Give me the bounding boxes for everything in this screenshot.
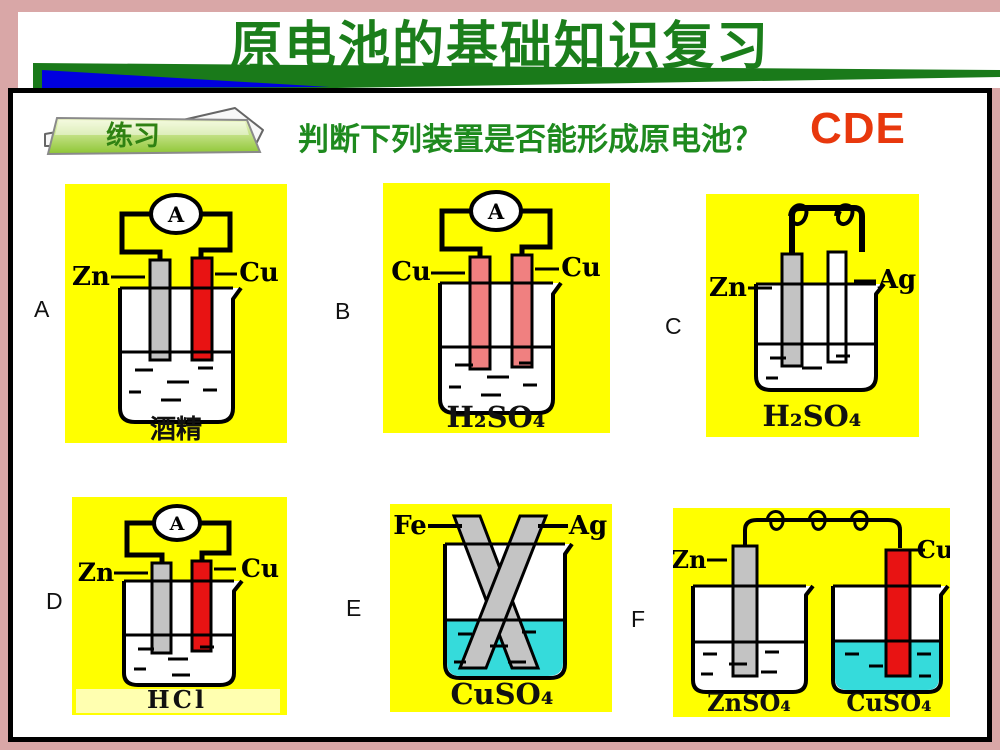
answer-text: CDE <box>810 104 906 153</box>
solution-label: CuSO₄ <box>450 677 553 711</box>
left-electrode-label: Zn <box>72 262 110 292</box>
wire-left <box>124 520 165 565</box>
electrode-zn <box>148 258 172 362</box>
liquid-dashes <box>449 361 537 397</box>
cell-label-f: F <box>631 606 646 632</box>
electrode-ag <box>826 250 848 364</box>
beaker <box>754 282 886 392</box>
label-strip <box>76 689 280 713</box>
cell-diagram-b: A Cu Cu H₂SO₄ <box>383 183 610 434</box>
wire-right <box>519 208 553 257</box>
electrode-zn <box>731 544 759 678</box>
cell-label-c: C <box>665 313 682 339</box>
left-electrode-label: Zn <box>709 273 747 303</box>
liquid-dashes-left <box>701 650 779 676</box>
right-electrode-label: Cu <box>239 258 279 288</box>
left-electrode-label: Zn <box>673 545 706 574</box>
left-electrode-label: Zn <box>78 558 114 587</box>
electrode-cu <box>884 548 912 678</box>
ammeter-icon <box>469 190 523 232</box>
electrode-cu <box>190 559 213 653</box>
ammeter-letter: A <box>169 513 185 535</box>
right-electrode-label: Cu <box>241 554 279 583</box>
right-solution-label: CuSO₄ <box>846 688 931 717</box>
left-electrode-label: Cu <box>391 257 431 287</box>
page-title: 原电池的基础知识复习 <box>229 17 770 77</box>
ammeter-letter: A <box>167 202 185 227</box>
banner-label: 练习 <box>106 120 160 152</box>
right-electrode-label: Cu <box>917 535 950 564</box>
solution-label: H₂SO₄ <box>446 400 545 433</box>
cell-diagram-a: A Zn Cu 酒精 <box>65 184 287 445</box>
liquid-dashes-right <box>845 652 931 678</box>
wire-right <box>198 211 233 260</box>
solution-label: H₂SO₄ <box>762 399 861 433</box>
cell-label-a: A <box>34 296 50 322</box>
cell-label-d: D <box>46 588 63 614</box>
right-electrode-label: Ag <box>877 265 916 295</box>
liquid-dashes <box>454 630 536 664</box>
wire-right <box>198 520 232 563</box>
cell-diagram-e: Fe Ag CuSO₄ <box>390 504 612 712</box>
liquid-dashes <box>134 645 214 677</box>
solution-label: 酒精 <box>150 415 202 443</box>
banner-gloss <box>55 120 249 135</box>
electrode-zn <box>780 252 804 368</box>
electrode-cu-right <box>510 253 534 369</box>
left-electrode-label: Fe <box>393 511 427 541</box>
cell-label-e: E <box>346 595 362 621</box>
electrode-cu <box>190 256 214 362</box>
cell-diagram-f: Zn ZnSO₄ Cu CuSO₄ <box>672 508 953 717</box>
cell-diagram-d: A Zn Cu HCl <box>72 497 287 715</box>
question-text: 判断下列装置是否能形成原电池？ <box>298 122 763 158</box>
ammeter-icon <box>152 504 202 542</box>
coil-wire-icon <box>743 518 902 548</box>
wire-left <box>119 211 163 262</box>
solution-label: HCl <box>147 685 207 714</box>
wire-left <box>439 208 483 259</box>
ammeter-icon <box>149 193 203 235</box>
cell-diagram-c: Zn Ag H₂SO₄ <box>706 194 919 437</box>
electrode-ag <box>457 514 549 670</box>
electrode-cu-left <box>468 255 492 371</box>
liquid-dashes <box>129 366 217 402</box>
right-electrode-label: Ag <box>568 511 607 541</box>
practice-banner: 练习 <box>44 107 264 156</box>
liquid-dashes <box>766 354 850 380</box>
beaker <box>118 286 243 424</box>
electrode-zn <box>150 561 173 655</box>
cell-label-b: B <box>335 298 351 324</box>
left-solution-label: ZnSO₄ <box>707 688 791 717</box>
banner-front <box>46 116 262 156</box>
right-electrode-label: Cu <box>561 253 601 283</box>
ammeter-letter: A <box>487 199 505 224</box>
